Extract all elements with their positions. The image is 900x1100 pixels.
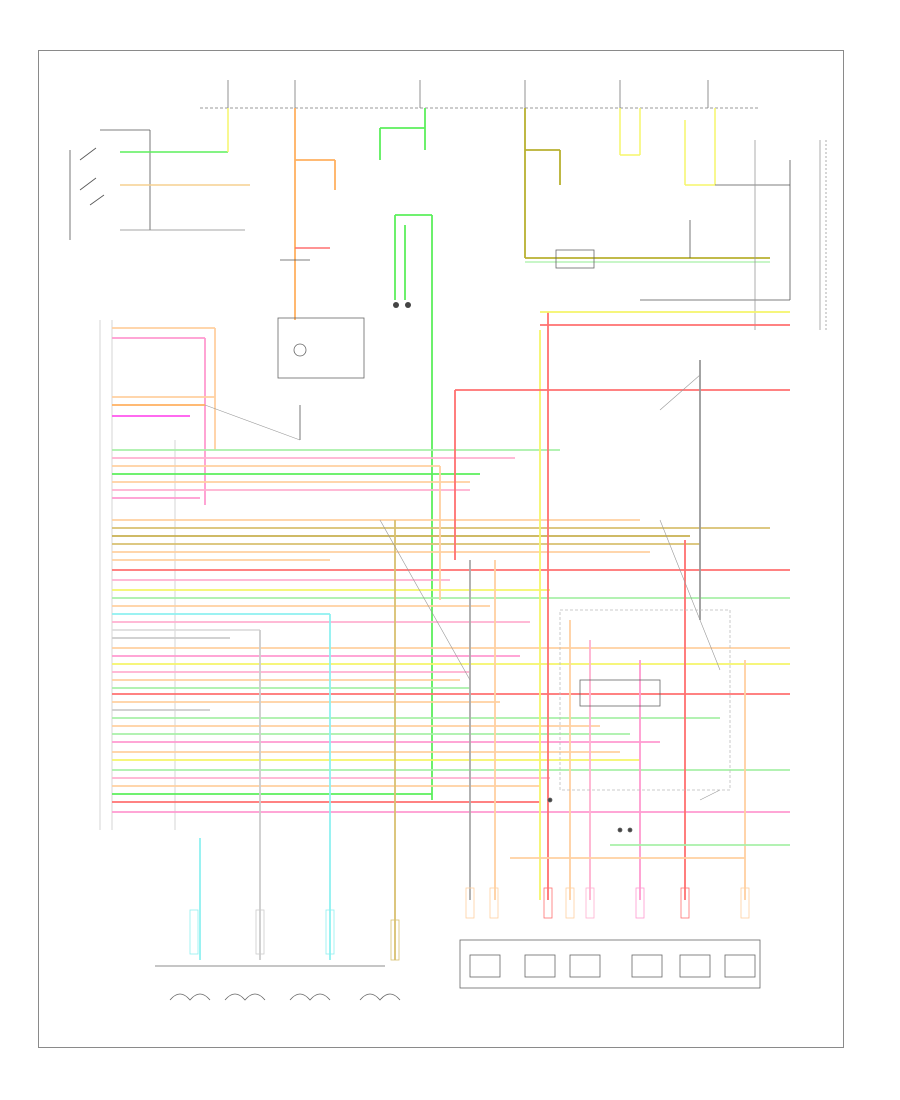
middle-module [547, 609, 731, 833]
green-wire-group [299, 108, 433, 800]
transmission-solenoid-group [459, 887, 761, 989]
upper-relay-column [277, 108, 365, 379]
upper-right-circuit [524, 108, 827, 330]
top-power-bus [200, 80, 760, 109]
reference-lines [204, 374, 721, 801]
diagram-frame [38, 50, 844, 1048]
left-switch-assembly [69, 108, 250, 240]
vertical-wire-drops [199, 311, 790, 960]
input-speed-sensor-group [155, 909, 401, 1001]
pcm-wire-harness [112, 327, 790, 813]
